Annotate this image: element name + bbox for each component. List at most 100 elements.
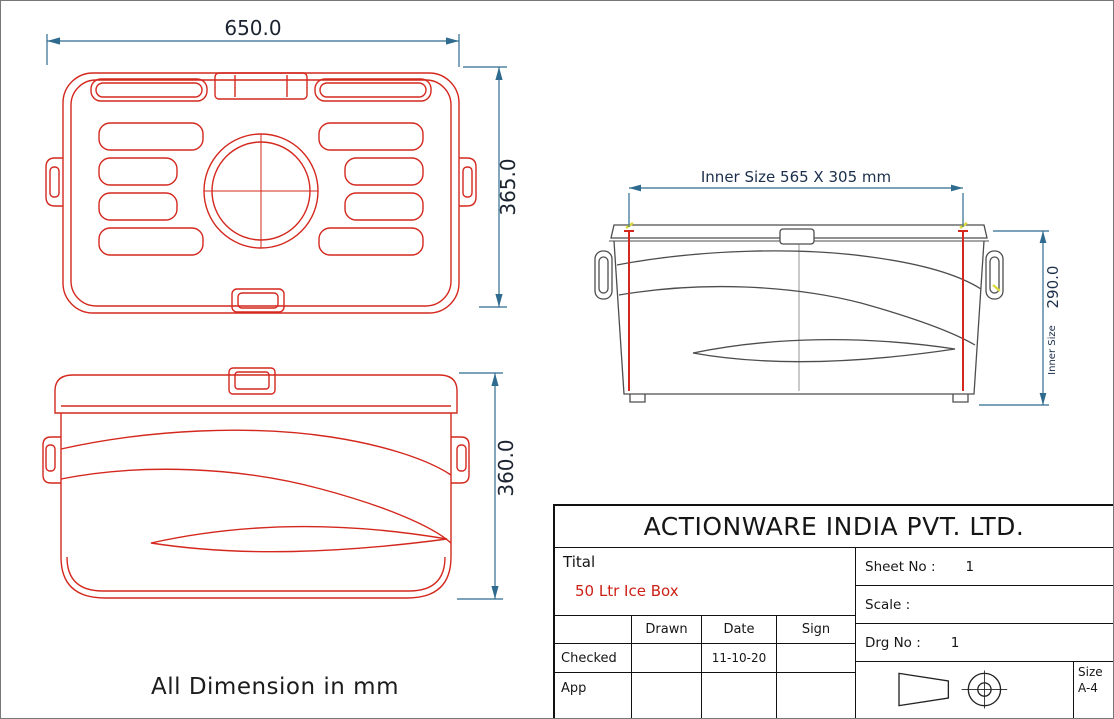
dimension-text-overall-width: 650.0 xyxy=(224,16,281,40)
top-view-left-latch-inner xyxy=(49,166,60,198)
dimension-text-inner-height-value: 290.0 xyxy=(1044,266,1062,309)
arrow-left-icon xyxy=(47,37,60,45)
top-view-front-latch xyxy=(231,288,285,313)
table-row-app-label: App xyxy=(555,673,632,718)
projection-symbol-row: Size A-4 xyxy=(856,662,1113,718)
drg-no-row: Drg No : 1 xyxy=(856,624,1113,662)
front-view-lens xyxy=(150,525,448,553)
table-row-app-sign xyxy=(777,673,855,718)
drg-no-value: 1 xyxy=(950,634,960,651)
table-row-app-date xyxy=(702,673,777,718)
top-view-handle-right xyxy=(314,78,432,102)
approval-table: Drawn Date Sign Checked 11-10-20 App xyxy=(555,615,855,718)
dimension-text-overall-height: 360.0 xyxy=(494,439,518,496)
dimension-inner-size-horizontal: Inner Size 565 X 305 mm xyxy=(628,168,964,227)
front-view-drawing xyxy=(42,367,470,599)
table-row-checked-date: 11-10-20 xyxy=(702,644,777,673)
side-view-latch xyxy=(779,228,815,245)
dimension-inner-height: 290.0 Inner Size xyxy=(979,230,1062,406)
title-block: ACTIONWARE INDIA PVT. LTD. Tital 50 Ltr … xyxy=(553,504,1113,718)
side-view-right-handle xyxy=(985,250,1004,300)
side-view-left-handle-inner xyxy=(598,256,609,294)
top-view-drawing xyxy=(45,72,477,314)
title-block-left: Tital 50 Ltr Ice Box Drawn Date Sign Che… xyxy=(555,548,856,718)
table-header-empty xyxy=(555,616,632,644)
table-header-date: Date xyxy=(702,616,777,644)
product-title: 50 Ltr Ice Box xyxy=(575,582,679,600)
side-view-inner-size-lines xyxy=(624,230,968,391)
front-view-right-latch-inner xyxy=(456,444,467,472)
arrow-left-icon xyxy=(629,184,641,192)
dimension-note: All Dimension in mm xyxy=(151,674,399,700)
table-header-sign: Sign xyxy=(777,616,855,644)
company-name: ACTIONWARE INDIA PVT. LTD. xyxy=(555,506,1113,548)
top-view-right-latch xyxy=(459,157,477,207)
table-row-checked-sign xyxy=(777,644,855,673)
title-block-body: Tital 50 Ltr Ice Box Drawn Date Sign Che… xyxy=(555,548,1113,718)
dimension-overall-height: 360.0 xyxy=(457,372,518,600)
front-view-right-latch xyxy=(451,436,470,484)
third-angle-projection-symbol xyxy=(898,670,1008,709)
scale-row: Scale : xyxy=(856,586,1113,624)
table-row-app-drawn xyxy=(632,673,702,718)
size-value: A-4 xyxy=(1078,680,1098,695)
front-view-swoosh-lower xyxy=(60,468,452,544)
sheet-no-label: Sheet No : xyxy=(865,558,936,575)
top-view-handle-left xyxy=(90,78,208,102)
dimension-overall-depth: 365.0 xyxy=(463,66,520,308)
top-view-right-latch-inner xyxy=(462,166,473,198)
arrow-down-icon xyxy=(1039,393,1047,405)
top-view-hinge-marks xyxy=(234,75,288,97)
side-view-swoosh-upper xyxy=(616,250,982,290)
top-view-front-latch-inner xyxy=(237,292,279,309)
top-view-hinge xyxy=(214,72,308,100)
arrow-down-icon xyxy=(495,294,503,307)
arrow-up-icon xyxy=(491,373,499,386)
dimension-text-inner-size: Inner Size 565 X 305 mm xyxy=(701,168,891,186)
side-view-swoosh-lower xyxy=(618,285,976,346)
front-view-lid xyxy=(54,374,458,414)
paper-size-cell: Size A-4 xyxy=(1073,662,1113,718)
title-block-right: Sheet No : 1 Scale : Drg No : 1 xyxy=(856,548,1113,718)
top-view-handle-left-inner xyxy=(95,82,203,98)
sheet-no-row: Sheet No : 1 xyxy=(856,548,1113,586)
top-view-handle-right-inner xyxy=(319,82,427,98)
side-view-lens xyxy=(692,339,956,363)
table-row-checked-label: Checked xyxy=(555,644,632,673)
front-view-left-latch xyxy=(42,436,61,484)
front-view-swoosh-upper xyxy=(60,429,452,476)
projection-circle-icon xyxy=(961,670,1008,709)
title-cell: Tital 50 Ltr Ice Box xyxy=(555,548,855,615)
dimension-overall-width: 650.0 xyxy=(46,16,460,67)
side-view-feet xyxy=(629,394,969,403)
sheet-no-value: 1 xyxy=(965,558,975,575)
drg-no-label: Drg No : xyxy=(865,634,921,651)
top-view-inner-body xyxy=(70,79,452,307)
side-view-right-handle-inner xyxy=(989,256,1000,294)
front-view-left-latch-inner xyxy=(45,444,56,472)
projection-cone-icon xyxy=(898,672,950,707)
arrow-up-icon xyxy=(495,67,503,80)
front-view-bottom-line xyxy=(66,556,446,592)
dimension-text-inner-height-label: Inner Size xyxy=(1047,325,1058,375)
table-header-drawn: Drawn xyxy=(632,616,702,644)
arrow-up-icon xyxy=(1039,231,1047,243)
scale-label: Scale : xyxy=(865,596,911,613)
side-view-lid xyxy=(610,224,988,239)
size-label: Size xyxy=(1078,665,1103,679)
front-view-body xyxy=(60,413,452,599)
arrow-right-icon xyxy=(446,37,459,45)
side-view-body xyxy=(613,240,985,395)
table-row-checked-drawn xyxy=(632,644,702,673)
top-view-circle-crosshair xyxy=(204,134,318,248)
top-view-left-latch xyxy=(45,157,63,207)
arrow-right-icon xyxy=(951,184,963,192)
side-view-left-handle xyxy=(594,250,613,300)
top-view-rib-slots xyxy=(98,122,424,256)
title-label: Tital xyxy=(563,553,596,571)
arrow-down-icon xyxy=(491,586,499,599)
dimension-text-overall-depth: 365.0 xyxy=(496,158,520,215)
side-view-drawing xyxy=(594,224,1004,403)
